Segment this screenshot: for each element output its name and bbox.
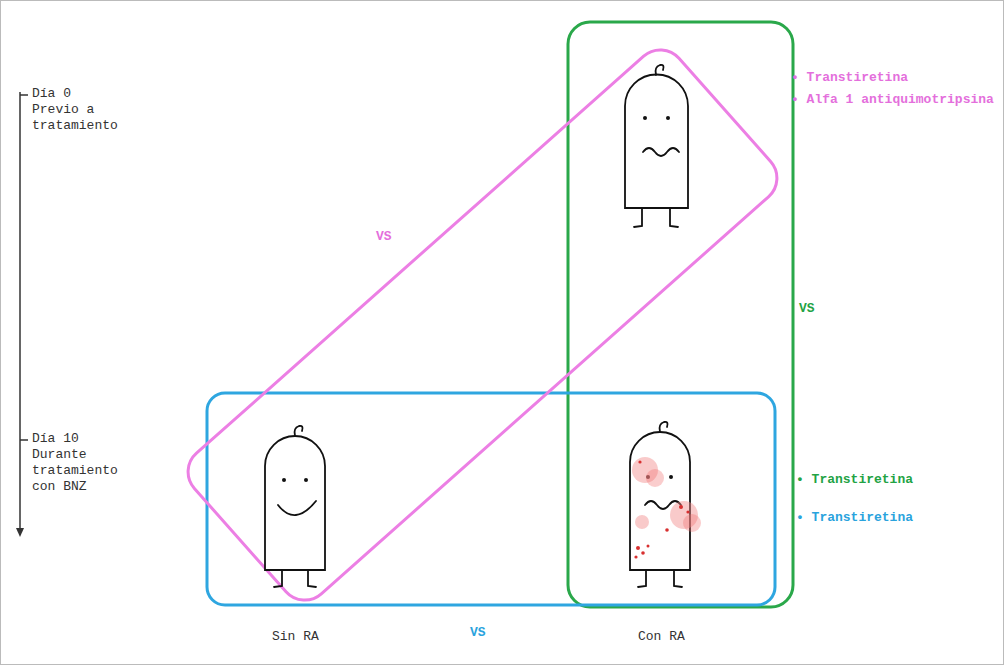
pink-frame	[178, 40, 787, 611]
timepoint-label: Día 0 Previo a tratamiento	[32, 86, 124, 134]
protein-item: • Alfa 1 antiquimotripsina	[791, 92, 1000, 108]
eye	[304, 478, 308, 482]
comparison-label: VS	[799, 301, 815, 317]
protein-item: • Transtiretina	[796, 472, 1000, 488]
patient-figure	[625, 65, 688, 227]
timepoint-label: Día 10 Durante tratamiento con BNZ	[32, 431, 124, 495]
eye	[669, 475, 673, 479]
green-frame	[568, 22, 793, 607]
group-label: Con RA	[638, 629, 685, 645]
blue-frame	[207, 393, 775, 605]
comparison-label: VS	[470, 625, 486, 641]
eye	[666, 116, 670, 120]
axis-arrowhead	[16, 528, 24, 537]
group-label: Sin RA	[272, 629, 319, 645]
protein-item: • Transtiretina	[796, 510, 1000, 526]
rash	[632, 457, 701, 559]
eye	[282, 478, 286, 482]
protein-item: • Transtiretina	[791, 70, 1000, 86]
time-axis	[20, 92, 28, 530]
eye	[643, 116, 647, 120]
patient-figure	[265, 426, 325, 587]
comparison-label: VS	[376, 229, 392, 245]
